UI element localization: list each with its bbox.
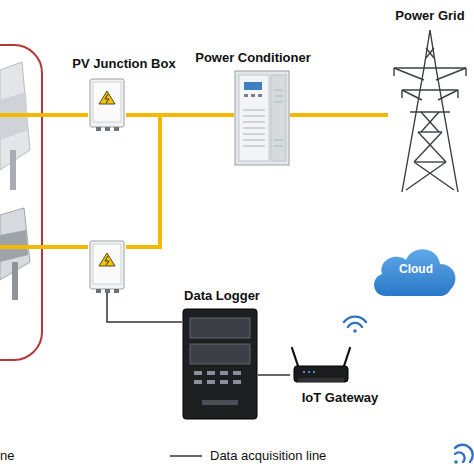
power-line bbox=[126, 115, 234, 116]
power-conditioner-node: Power Conditioner bbox=[234, 70, 290, 166]
power-line bbox=[290, 115, 388, 116]
legend-text: Data acquisition line bbox=[210, 448, 326, 463]
node-label: IoT Gateway bbox=[302, 390, 379, 405]
legend-wifi-symbol bbox=[454, 445, 473, 464]
legend-line-sample bbox=[170, 455, 202, 457]
data-logger-device bbox=[182, 308, 258, 420]
power-conditioner-cabinet bbox=[234, 70, 290, 166]
cloud-node: Cloud bbox=[368, 238, 460, 300]
power-line bbox=[0, 115, 160, 247]
data-logger-node: Data Logger bbox=[182, 308, 258, 420]
power-grid-node: Power Grid bbox=[388, 28, 472, 193]
wifi-symbol bbox=[344, 317, 366, 333]
pv-panels bbox=[0, 62, 30, 300]
pv-array-outline bbox=[0, 45, 42, 360]
data-line bbox=[107, 293, 182, 322]
node-label: Power Conditioner bbox=[195, 50, 311, 65]
transmission-tower bbox=[388, 28, 472, 193]
node-label: PV Junction Box bbox=[72, 56, 175, 71]
legend-text: ne bbox=[0, 448, 14, 463]
iot-gateway-device bbox=[290, 356, 352, 386]
node-label: Data Logger bbox=[184, 288, 260, 303]
junction-box bbox=[88, 76, 126, 132]
junction-box bbox=[90, 241, 124, 293]
data-line bbox=[258, 375, 290, 376]
iot-gateway-node: IoT Gateway bbox=[290, 356, 352, 386]
junction-box-node: PV Junction Box bbox=[88, 76, 126, 132]
node-label: Power Grid bbox=[395, 8, 464, 23]
node-label: Cloud bbox=[399, 262, 433, 276]
